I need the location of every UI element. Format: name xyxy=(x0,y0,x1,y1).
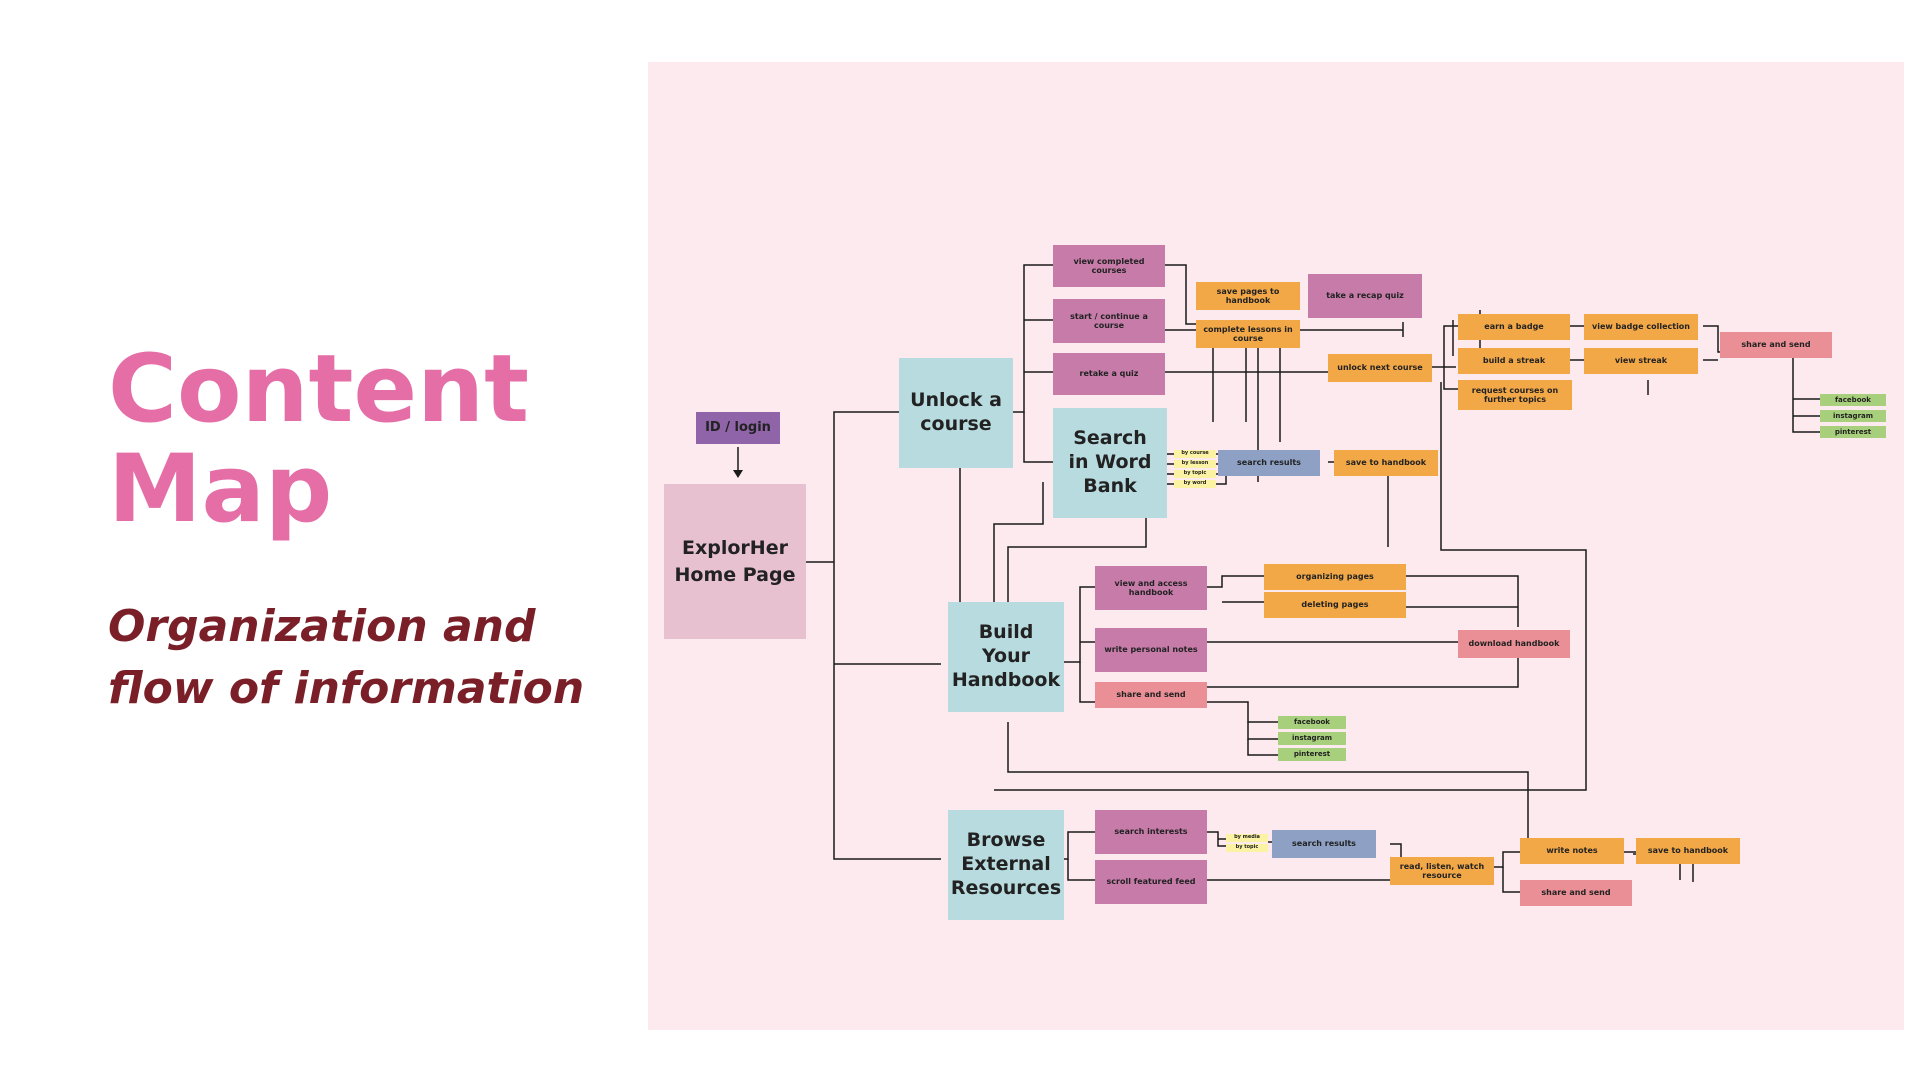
pinterest-top-box: pinterest xyxy=(1820,426,1886,438)
share-send-mid-box: share and send xyxy=(1095,682,1207,708)
unlock-course-box: Unlock a course xyxy=(899,358,1013,468)
search-word-bank-box: Search in Word Bank xyxy=(1053,408,1167,518)
save-handbook-ext-box: save to handbook xyxy=(1636,838,1740,864)
recap-quiz-box: take a recap quiz xyxy=(1308,274,1422,318)
filter-by-topic-ext: by topic xyxy=(1226,844,1268,852)
read-listen-watch-box: read, listen, watch resource xyxy=(1390,857,1494,885)
title-line-2: Map xyxy=(108,435,333,544)
view-streak-box: view streak xyxy=(1584,348,1698,374)
retake-quiz-box: retake a quiz xyxy=(1053,353,1165,395)
deleting-pages-box: deleting pages xyxy=(1264,592,1406,618)
download-handbook-box: download handbook xyxy=(1458,630,1570,658)
write-personal-notes-box: write personal notes xyxy=(1095,628,1207,672)
id-login-box: ID / login xyxy=(696,412,780,444)
pinterest-mid-box: pinterest xyxy=(1278,748,1346,761)
filter-by-lesson: by lesson xyxy=(1174,460,1216,468)
home-page-box: ExplorHer Home Page xyxy=(664,484,806,639)
view-access-handbook-box: view and access handbook xyxy=(1095,566,1207,610)
filter-by-course: by course xyxy=(1174,450,1216,458)
connector-lines xyxy=(733,264,1820,893)
write-notes-box: write notes xyxy=(1520,838,1624,864)
facebook-mid-box: facebook xyxy=(1278,716,1346,729)
subtitle-line-2: flow of information xyxy=(108,663,585,714)
filter-by-media: by media xyxy=(1226,834,1268,842)
instagram-mid-box: instagram xyxy=(1278,732,1346,745)
organizing-pages-box: organizing pages xyxy=(1264,564,1406,590)
complete-lessons-box: complete lessons in course xyxy=(1196,320,1300,348)
search-interests-box: search interests xyxy=(1095,810,1207,854)
share-send-bottom-box: share and send xyxy=(1520,880,1632,906)
view-completed-box: view completed courses xyxy=(1053,245,1165,287)
filter-by-word: by word xyxy=(1174,480,1216,488)
build-handbook-box: Build Your Handbook xyxy=(948,602,1064,712)
save-handbook-bank-box: save to handbook xyxy=(1334,450,1438,476)
facebook-top-box: facebook xyxy=(1820,394,1886,406)
scroll-featured-feed-box: scroll featured feed xyxy=(1095,860,1207,904)
request-courses-box: request courses on further topics xyxy=(1458,380,1572,410)
subtitle-line-1: Organization and xyxy=(108,601,536,652)
title-line-1: Content xyxy=(108,335,530,444)
page-subtitle: Organization and flow of information xyxy=(108,596,588,720)
share-send-top-box: share and send xyxy=(1720,332,1832,358)
search-results-ext-box: search results xyxy=(1272,830,1376,858)
filter-by-topic: by topic xyxy=(1174,470,1216,478)
save-pages-box: save pages to handbook xyxy=(1196,282,1300,310)
instagram-top-box: instagram xyxy=(1820,410,1886,422)
search-results-bank-box: search results xyxy=(1218,450,1320,476)
browse-resources-box: Browse External Resources xyxy=(948,810,1064,920)
view-badge-box: view badge collection xyxy=(1584,314,1698,340)
content-map-diagram: ID / login ExplorHer Home Page Unlock a … xyxy=(648,62,1904,1030)
unlock-next-box: unlock next course xyxy=(1328,354,1432,382)
start-continue-box: start / continue a course xyxy=(1053,299,1165,343)
page-title: Content Map xyxy=(108,340,558,540)
earn-badge-box: earn a badge xyxy=(1458,314,1570,340)
build-streak-box: build a streak xyxy=(1458,348,1570,374)
